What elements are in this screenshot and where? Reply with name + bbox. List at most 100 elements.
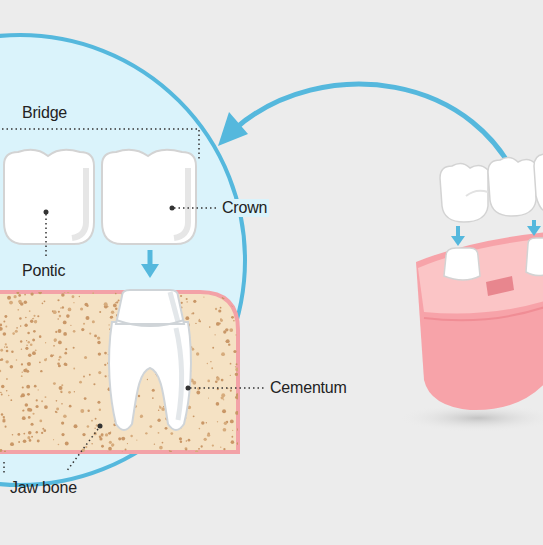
bone-dot	[22, 372, 23, 373]
bone-dot	[147, 379, 148, 380]
bone-dot	[110, 316, 113, 319]
bone-dot	[94, 428, 95, 429]
bone-dot	[212, 444, 214, 446]
bone-dot	[32, 351, 36, 355]
bone-dot	[55, 331, 57, 333]
bone-dot	[84, 356, 87, 359]
bridge-bracket	[2, 129, 199, 160]
bone-dot	[97, 401, 100, 404]
bone-dot	[61, 403, 63, 405]
bone-dot	[115, 302, 117, 304]
bone-dot	[0, 370, 1, 372]
bone-dot	[28, 416, 31, 419]
bone-dot	[0, 349, 3, 352]
stump-shade	[170, 292, 178, 322]
bone-dot	[59, 386, 63, 390]
bone-dot	[97, 336, 100, 339]
bone-dot	[98, 352, 101, 355]
bone-dot	[39, 420, 42, 423]
bone-dot	[222, 296, 226, 300]
part-label: Cementum	[270, 379, 347, 397]
bone-dot	[21, 348, 22, 349]
bone-dot	[211, 367, 213, 369]
bone-dot	[107, 452, 109, 454]
bone-dot	[62, 306, 64, 308]
bone-dot	[31, 423, 34, 426]
bone-dot	[187, 301, 188, 302]
bone-dot	[61, 421, 64, 424]
socket	[486, 276, 514, 296]
bone-dot	[118, 299, 120, 301]
bone-dot	[40, 370, 42, 372]
bone-dot	[56, 400, 58, 402]
bone-dot	[27, 332, 30, 335]
bone-dot	[21, 375, 23, 377]
bone-dot	[44, 405, 48, 409]
pontic-leader	[45, 214, 47, 256]
bone-dot	[45, 342, 46, 343]
gum-top	[418, 238, 543, 314]
bone-dot	[42, 428, 44, 430]
bone-dot	[10, 365, 14, 369]
bone-dot	[235, 334, 236, 335]
bone-dot	[91, 443, 92, 444]
bone-dot	[39, 335, 42, 338]
bone-dot	[46, 358, 47, 359]
bone-dot	[109, 441, 112, 444]
bone-dot	[231, 440, 235, 444]
bone-dot	[223, 428, 227, 432]
crown-shade	[174, 168, 188, 238]
bone-dot	[220, 319, 223, 322]
bone-dot	[61, 384, 63, 386]
bone-dot	[181, 302, 183, 304]
bone-dot	[86, 305, 88, 307]
bone-dot	[39, 361, 41, 363]
bone-dot	[20, 325, 22, 327]
bone-dot	[61, 392, 63, 394]
bone-dot	[58, 329, 62, 333]
bone-dot	[28, 353, 32, 357]
bone-dot	[38, 291, 42, 295]
bone-dot	[79, 296, 80, 297]
bone-dot	[188, 452, 190, 454]
bone-dot	[3, 332, 7, 336]
bone-dot	[235, 373, 238, 376]
bone-dot	[163, 406, 164, 407]
bone-dot	[217, 421, 218, 422]
bone-dot	[237, 295, 240, 298]
bone-dot	[37, 315, 39, 317]
bone-dot	[29, 310, 31, 312]
bone-dot	[38, 389, 39, 390]
bone-dot	[13, 295, 16, 298]
bone-dot	[61, 293, 65, 297]
pointer-arrowhead	[218, 112, 248, 146]
bone-dot	[60, 390, 62, 392]
bone-dot	[58, 364, 61, 367]
bone-dot	[89, 332, 91, 334]
bone-dot	[231, 316, 234, 319]
bone-dot	[26, 340, 27, 341]
bone-dot	[12, 332, 15, 335]
bone-dot	[165, 427, 168, 430]
bone-dot	[2, 419, 5, 422]
bone-dot	[220, 307, 222, 309]
bone-dot	[130, 435, 133, 438]
bone-dot	[169, 450, 172, 453]
bone-dot	[27, 408, 31, 412]
bone-dot	[221, 396, 224, 399]
bone-dot	[42, 303, 44, 305]
bone-dot	[230, 375, 231, 376]
bone-dot	[118, 437, 121, 440]
bone-dot	[199, 321, 201, 323]
bone-dot	[59, 315, 62, 318]
bone-dot	[53, 310, 57, 314]
pontic-shade	[72, 168, 86, 238]
model-stump	[444, 248, 480, 280]
leader-dot	[170, 206, 175, 211]
bone-dot	[24, 324, 27, 327]
bone-dot	[199, 319, 200, 320]
bone-dot	[222, 409, 226, 413]
bone-dot	[207, 380, 210, 383]
bone-dot	[102, 435, 103, 436]
bone-dot	[198, 320, 200, 322]
